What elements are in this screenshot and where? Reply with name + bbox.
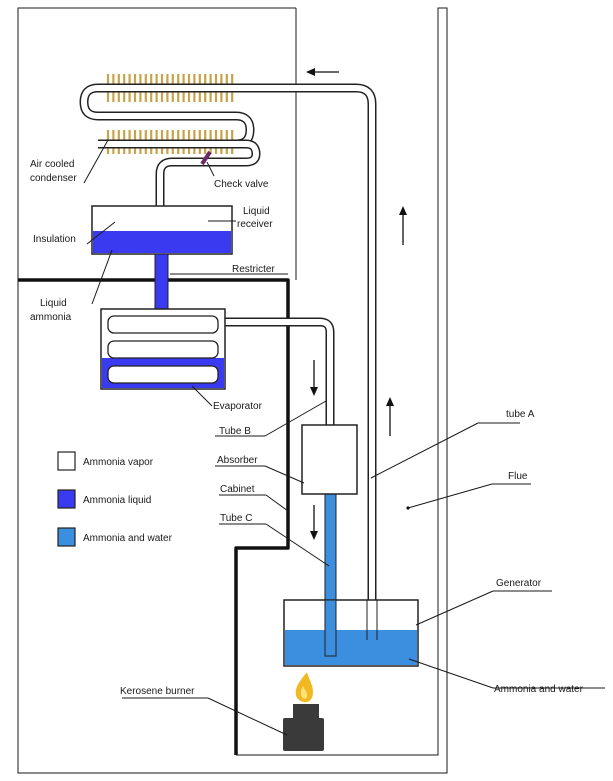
label-tube-c: Tube C (220, 513, 252, 524)
arrow-icon (310, 360, 318, 396)
label-flue: Flue (508, 471, 528, 482)
label-check-valve: Check valve (214, 179, 269, 190)
pipe-network (79, 83, 377, 600)
label-condenser-line2: condenser (30, 173, 77, 184)
arrow-icon (306, 68, 339, 76)
label-insulation: Insulation (33, 234, 76, 245)
label-restricter: Restricter (232, 264, 275, 275)
leader-lines (83, 139, 605, 736)
cabinet-insulation-wall (18, 278, 290, 755)
labels: Air cooled condenser Check valve Liquid … (30, 159, 584, 697)
check-valve (200, 150, 212, 166)
liquid-receiver (91, 205, 233, 255)
legend-swatch-vapor (57, 451, 76, 471)
cabinet-outline (17, 7, 448, 774)
label-tube-b: Tube B (219, 426, 251, 437)
legend-label-liquid: Ammonia liquid (83, 495, 151, 506)
label-ammonia-and-water: Ammonia and water (494, 684, 584, 695)
flow-arrows (306, 68, 407, 540)
label-generator: Generator (496, 578, 542, 589)
label-liquid-ammonia-line1: Liquid (40, 298, 67, 309)
evaporator (100, 308, 226, 390)
flame-icon (295, 672, 313, 703)
flue-point (406, 506, 410, 510)
legend-label-water: Ammonia and water (83, 533, 173, 544)
restricter-pipe (154, 253, 169, 310)
legend-swatch-liquid (57, 489, 76, 509)
label-kerosene-burner: Kerosene burner (120, 686, 195, 697)
label-receiver-line1: Liquid (243, 206, 270, 217)
legend-swatch-water (57, 527, 76, 547)
label-receiver-line2: receiver (237, 219, 273, 230)
kerosene-burner (283, 672, 324, 751)
label-tube-a: tube A (506, 409, 535, 420)
arrow-icon (310, 505, 318, 540)
label-cabinet: Cabinet (220, 484, 255, 495)
absorber (301, 424, 358, 495)
arrow-icon (386, 397, 394, 436)
generator (283, 599, 419, 667)
legend-label-vapor: Ammonia vapor (83, 457, 154, 468)
label-condenser-line1: Air cooled (30, 159, 74, 170)
label-evaporator: Evaporator (213, 401, 263, 412)
label-absorber: Absorber (217, 455, 258, 466)
label-liquid-ammonia-line2: ammonia (30, 312, 72, 323)
arrow-icon (399, 206, 407, 245)
legend: Ammonia vapor Ammonia liquid Ammonia and… (57, 451, 173, 547)
